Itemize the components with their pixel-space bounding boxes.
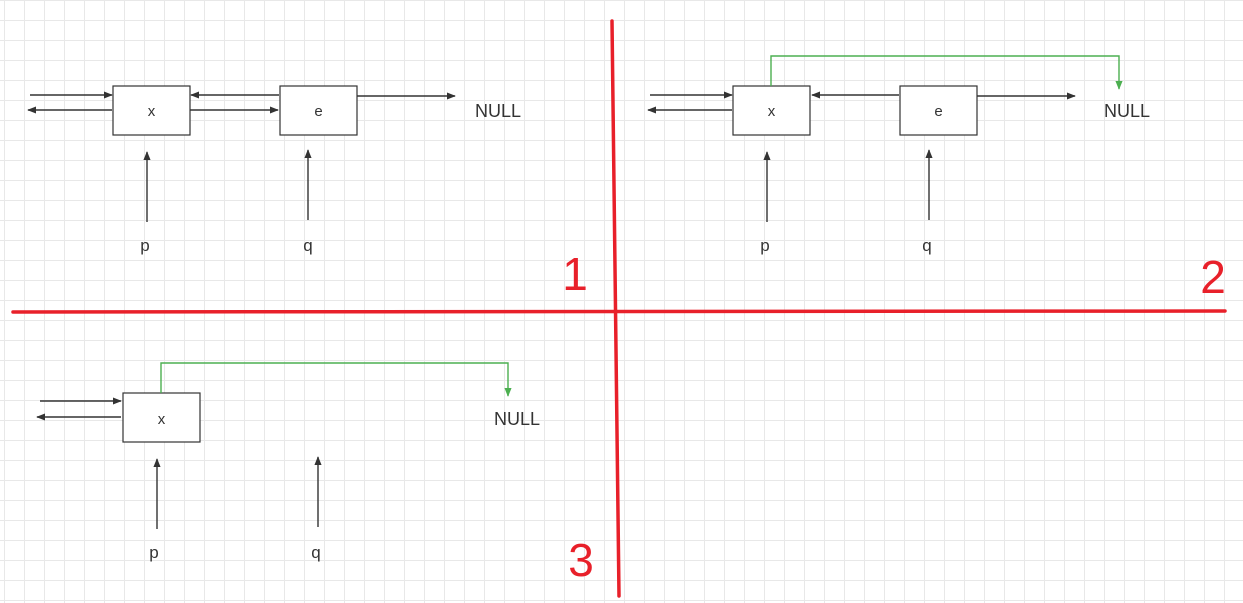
panel-2: x e NULL p q [647, 55, 1150, 255]
panel-number-2: 2 [1200, 251, 1226, 303]
node-x [122, 392, 201, 443]
horizontal-divider [11, 309, 1227, 314]
null-label: NULL [475, 101, 521, 121]
pointer-p-label: p [140, 236, 149, 255]
x-next-to-null-arrow [160, 362, 512, 397]
pointer-q-label: q [922, 236, 931, 255]
node-x [112, 85, 191, 136]
node-e [899, 85, 978, 136]
pointer-q-label: q [311, 543, 320, 562]
null-label: NULL [494, 409, 540, 429]
node-x-label: x [148, 103, 156, 120]
vertical-divider [610, 19, 621, 598]
node-e [279, 85, 358, 136]
panel-1: x e NULL p q [27, 85, 521, 255]
node-e-label: e [314, 103, 322, 120]
null-label: NULL [1104, 101, 1150, 121]
pointer-q-label: q [303, 236, 312, 255]
pointer-p-label: p [149, 543, 158, 562]
pointer-p-label: p [760, 236, 769, 255]
panel-3: x NULL p q [36, 362, 540, 562]
node-x-label: x [768, 103, 776, 120]
x-next-to-null-arrow [770, 55, 1123, 90]
node-e-label: e [934, 103, 942, 120]
node-x-label: x [158, 411, 166, 428]
panel-number-3: 3 [568, 534, 594, 586]
panel-number-1: 1 [562, 248, 588, 300]
